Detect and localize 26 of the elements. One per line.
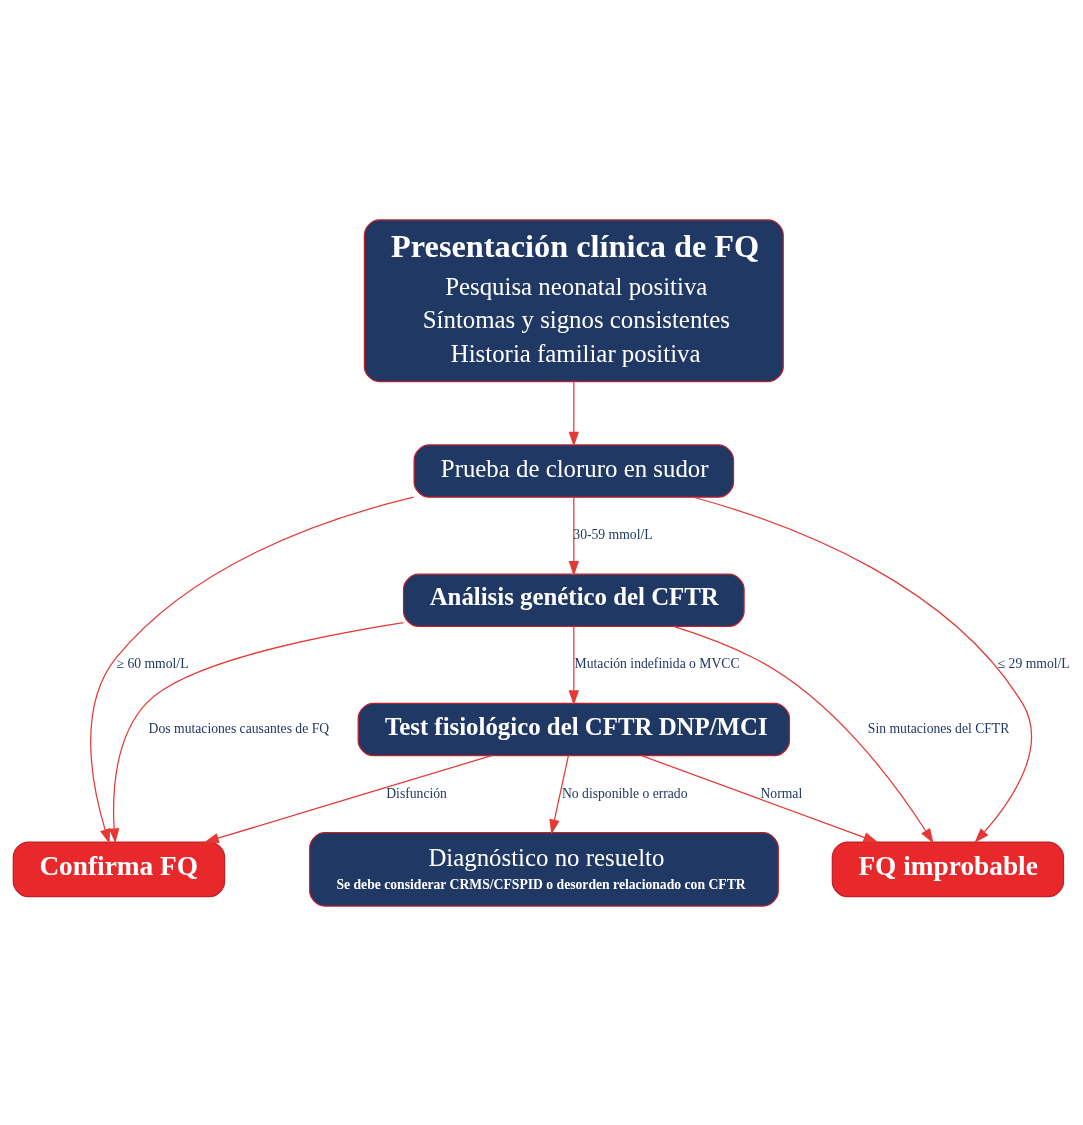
edge-label: Normal [760,785,803,801]
arrow [568,496,580,576]
edge-label: 30-59 mmol/L [573,526,653,542]
arrow [108,621,404,843]
arrow [568,380,580,447]
arrow [203,754,493,843]
edge-label: No disponible o errado [562,785,688,801]
node-box: Test fisiológico del CFTR DNP/MCI [357,702,791,756]
edge-label: Sin mutaciones del CFTR [867,720,1010,736]
edge-label: ≤ 29 mmol/L [997,655,1070,671]
node-box: FQ improbable [831,840,1065,897]
node-box: Presentación clínica de FQ Pesquisa neonatal positiva Síntomas y signos consistentes Historia familiar positiva [363,218,784,382]
arrow [672,625,934,843]
node-box: Diagnóstico no resuelto Se debe considerar CRMS/CFSPID o desorden relacionado con CFTR [309,831,779,907]
node-box: Confirma FQ [12,840,226,897]
arrow [568,625,580,705]
arrow [549,754,570,834]
edge-label: ≥ 60 mmol/L [116,655,189,671]
arrow [640,754,879,843]
edge-label: Mutación indefinida o MVCC [574,655,740,671]
node-box: Análisis genético del CFTR [402,573,745,627]
node-box: Prueba de cloruro en sudor [413,443,735,498]
edge-label: Disfunción [386,785,447,801]
arrow [90,496,415,844]
arrow [693,496,1033,843]
edge-label: Dos mutaciones causantes de FQ [148,720,330,736]
